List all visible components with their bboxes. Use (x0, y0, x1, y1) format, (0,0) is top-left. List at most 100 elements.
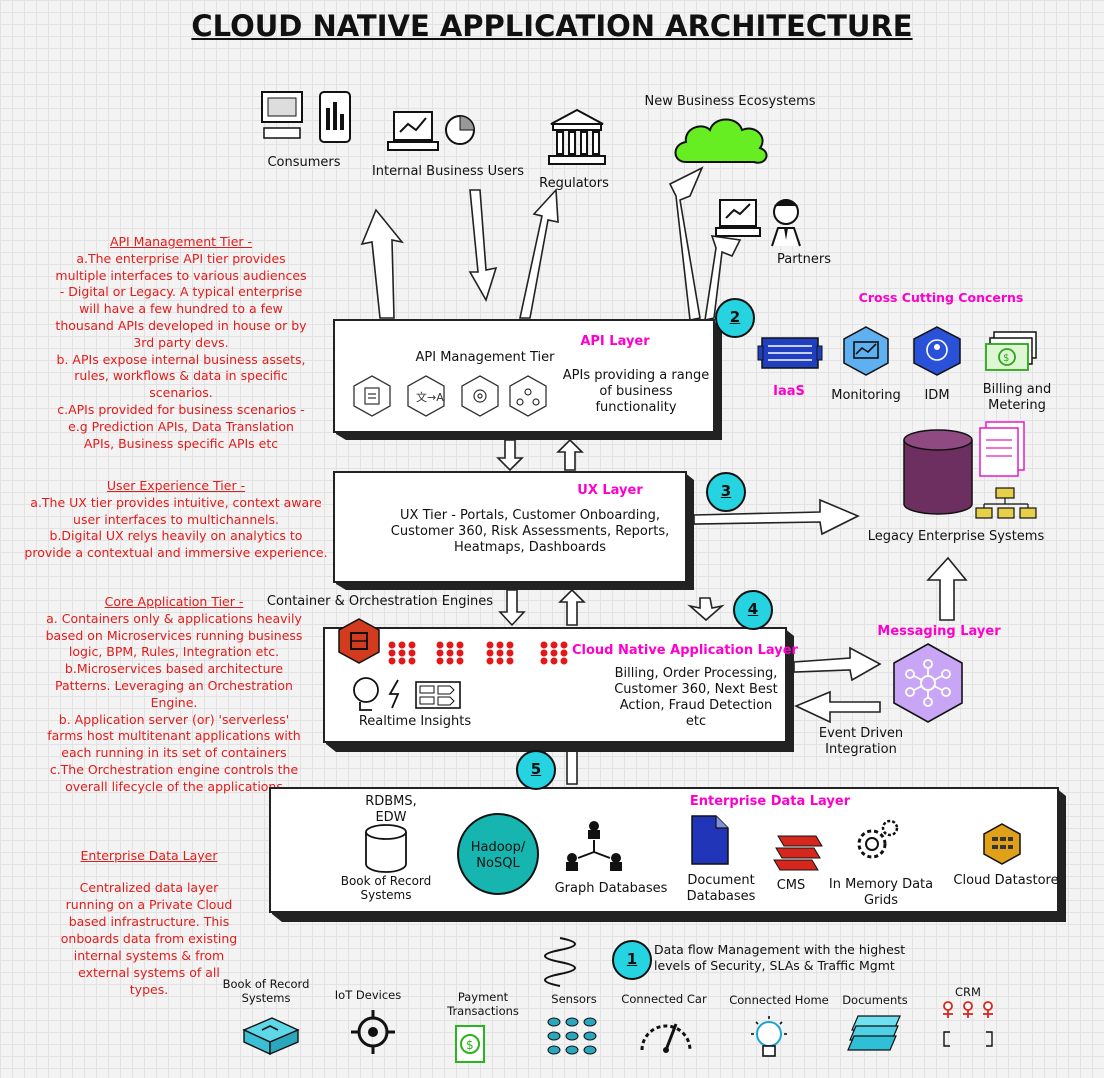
core-notes: Core Application Tier - a. Containers on… (28, 594, 320, 796)
cloud-icon (674, 118, 768, 164)
ecosystems-label: New Business Ecosystems (644, 94, 816, 109)
api-note-line: a.The enterprise API tier provides (76, 250, 286, 266)
computer-phone-icon (261, 91, 351, 143)
api-note-line: e.g Prediction APIs, Data Translation (68, 418, 294, 434)
sensors-icon (547, 1017, 597, 1055)
api-note-line: will have a few hundred to a few (79, 301, 283, 317)
api-desc-line: APIs providing a range (562, 368, 710, 383)
speedometer-icon (640, 1023, 692, 1053)
data-note-line: based infrastructure. This (68, 914, 230, 929)
data-note-line: external systems of all (78, 965, 220, 980)
cross-cutting-heading: Cross Cutting Concerns (858, 290, 1024, 305)
engines-label: Container & Orchestration Engines (266, 594, 494, 609)
api-note-line: b. APIs expose internal business assets, (56, 351, 306, 367)
monitoring-icon (843, 326, 889, 376)
app-desc-line: etc (685, 714, 707, 729)
app-layer-description: Billing, Order Processing, Customer 360,… (606, 666, 786, 730)
laptop-chart-icon (387, 111, 475, 151)
bank-icon (548, 108, 606, 165)
hadoop-line: NoSQL (476, 856, 520, 871)
iaas-label: IaaS (773, 384, 805, 399)
billing-line: Billing and (982, 382, 1052, 397)
server-box-icon (242, 1017, 300, 1056)
payment-icon: $ (455, 1025, 485, 1063)
api-layer-label: API Layer (580, 334, 650, 349)
ux-desc-line: Customer 360, Risk Assessments, Reports, (390, 524, 670, 539)
source-iot-label: IoT Devices (334, 988, 402, 1002)
document-db-label: Document Databases (674, 873, 768, 905)
source-crm-label: CRM (955, 985, 981, 999)
api-note-line: c.APIs provided for business scenarios - (57, 401, 305, 417)
api-layer-description: APIs providing a range of business funct… (552, 368, 720, 416)
core-note-line: Engine. (150, 694, 198, 710)
api-note-line: APIs, Business specific APIs etc (83, 435, 279, 451)
core-note-line: each running in its set of containers (61, 745, 287, 761)
cms-label: CMS (776, 878, 806, 893)
core-note-line: farms host multitenant applications with (47, 728, 301, 744)
event-driven-line: Integration (825, 742, 897, 757)
cloud-datastore-icon (983, 823, 1021, 865)
event-driven-label: Event Driven Integration (806, 726, 916, 758)
cms-icon (773, 835, 823, 871)
ux-notes: User Experience Tier - a.The UX tier pro… (20, 478, 332, 562)
source-car-label: Connected Car (621, 992, 707, 1006)
consumers-label: Consumers (267, 155, 341, 170)
microservice-dots (388, 641, 568, 665)
legacy-systems-icon (903, 421, 1037, 519)
legacy-label: Legacy Enterprise Systems (867, 529, 1045, 544)
ux-notes-heading: User Experience Tier - (106, 478, 246, 493)
ux-desc-line: UX Tier - Portals, Customer Onboarding, (400, 508, 660, 523)
api-notes: API Management Tier - a.The enterprise A… (40, 234, 322, 452)
messaging-icon (893, 643, 963, 723)
step-badge-3: 3 (706, 472, 746, 512)
ux-desc-line: Heatmaps, Dashboards (453, 540, 607, 555)
database-icon (365, 824, 407, 873)
rdbms-line: EDW (375, 810, 407, 825)
api-notes-heading: API Management Tier - (109, 234, 253, 249)
core-note-line: c.The Orchestration engine controls the (49, 761, 299, 777)
graph-db-label: Graph Databases (554, 881, 668, 896)
data-note-line: types. (129, 982, 169, 997)
in-memory-label: In Memory Data Grids (822, 877, 940, 909)
api-note-line: thousand APIs developed in house or by (55, 317, 307, 333)
step-badge-1: 1 (612, 940, 652, 980)
partners-icon (715, 199, 801, 247)
api-note-line: scenarios. (149, 385, 213, 401)
stacked-docs-icon (847, 1015, 901, 1051)
iot-icon (351, 1010, 395, 1054)
source-payment-label: Payment Transactions (438, 990, 528, 1018)
ux-note-line: a.The UX tier provides intuitive, contex… (30, 494, 322, 510)
rdbms-label: RDBMS, EDW (348, 794, 434, 826)
event-driven-line: Event Driven (818, 726, 904, 741)
monitoring-label: Monitoring (831, 388, 901, 403)
source-home-label: Connected Home (729, 993, 829, 1007)
ux-layer-box (333, 471, 694, 590)
messaging-label: Messaging Layer (877, 624, 1001, 639)
data-note-line: running on a Private Cloud (65, 897, 233, 912)
app-desc-line: Billing, Order Processing, (614, 666, 778, 681)
book-line: Systems (360, 888, 412, 902)
graph-db-icon (566, 821, 622, 871)
step-badge-4: 4 (733, 590, 773, 630)
source-book-label: Book of Record Systems (214, 977, 318, 1005)
page-title: CLOUD NATIVE APPLICATION ARCHITECTURE (191, 9, 913, 43)
billing-line: Metering (988, 398, 1046, 413)
container-icon (338, 618, 380, 664)
dataflow-line: levels of Security, SLAs & Traffic Mgmt (654, 958, 895, 973)
app-desc-line: Customer 360, Next Best (614, 682, 778, 697)
core-note-line: a. Containers only & applications heavil… (46, 610, 302, 626)
source-payment-line: Transactions (447, 1004, 519, 1018)
core-note-line: Patterns. Leveraging an Orchestration (55, 677, 293, 693)
book-of-record-label: Book of Record Systems (336, 874, 436, 902)
lightbulb-icon (751, 1016, 787, 1057)
idm-label: IDM (924, 388, 950, 403)
api-hex-icons: 文→A (353, 375, 547, 417)
gears-icon (857, 819, 899, 859)
partners-label: Partners (776, 252, 832, 267)
data-notes: Enterprise Data Layer Centralized data l… (44, 847, 254, 998)
document-line: Databases (686, 889, 756, 904)
ux-layer-label: UX Layer (577, 483, 643, 498)
billing-label: Billing and Metering (970, 382, 1064, 414)
api-tier-title: API Management Tier (415, 350, 555, 365)
in-memory-line: In Memory Data (828, 877, 934, 892)
